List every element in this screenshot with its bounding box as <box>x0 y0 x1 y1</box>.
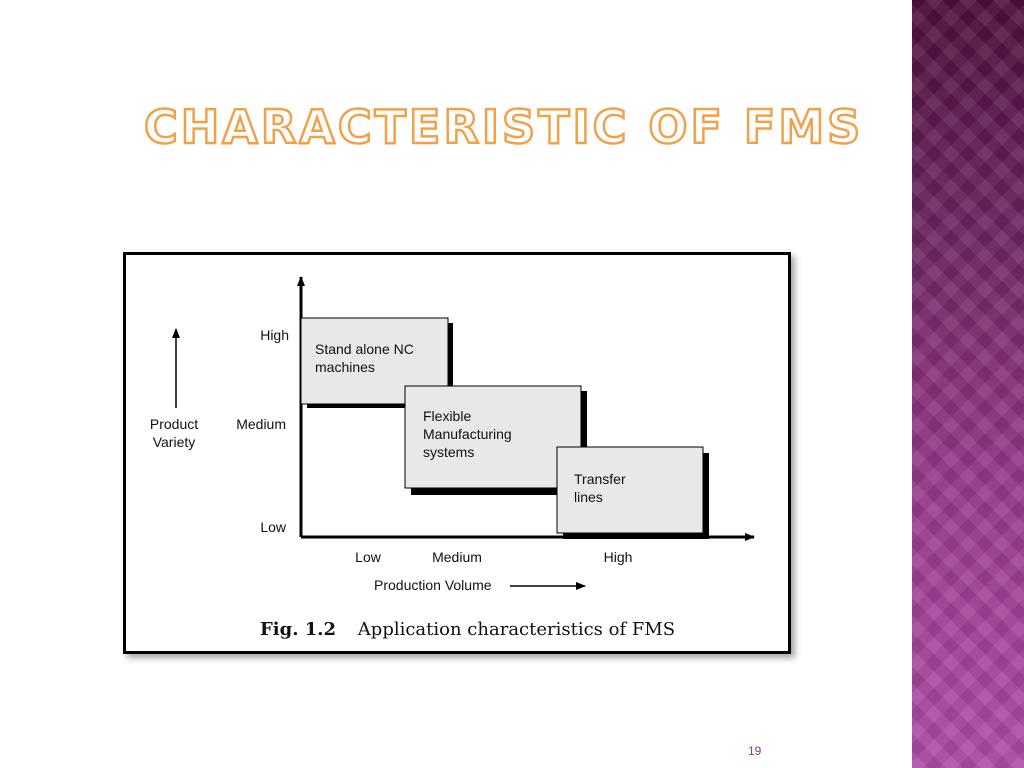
box-label: lines <box>574 489 603 505</box>
box-stand-alone-nc: Stand alone NC machines <box>300 317 453 408</box>
x-tick-medium: Medium <box>432 549 482 565</box>
figure-frame: Product Variety High Medium Low Stand al… <box>123 252 791 654</box>
box-label: Manufacturing <box>423 426 512 442</box>
caption-text: Application characteristics of FMS <box>357 619 675 640</box>
slide-title: CHARACTERISTIC OF FMS <box>143 100 864 154</box>
y-axis-label-line1: Product <box>150 416 198 432</box>
box-label: systems <box>423 444 474 460</box>
box-label: Stand alone NC <box>315 341 414 357</box>
box-label: Flexible <box>423 408 471 424</box>
decorative-side-band <box>912 0 1024 768</box>
x-axis-label: Production Volume <box>374 577 492 593</box>
y-tick-low: Low <box>260 519 287 535</box>
y-axis-label-line2: Variety <box>153 434 196 450</box>
x-tick-low: Low <box>355 549 382 565</box>
page-number: 19 <box>748 744 762 758</box>
box-label: Transfer <box>574 471 626 487</box>
figure-caption: Fig. 1.2 Application characteristics of … <box>260 619 675 640</box>
x-tick-high: High <box>604 549 633 565</box>
y-tick-high: High <box>260 327 289 343</box>
box-label: machines <box>315 359 375 375</box>
box-transfer-lines: Transfer lines <box>556 446 709 539</box>
caption-number: Fig. 1.2 <box>260 619 336 640</box>
fms-application-diagram: Product Variety High Medium Low Stand al… <box>150 276 755 640</box>
y-tick-medium: Medium <box>236 416 286 432</box>
